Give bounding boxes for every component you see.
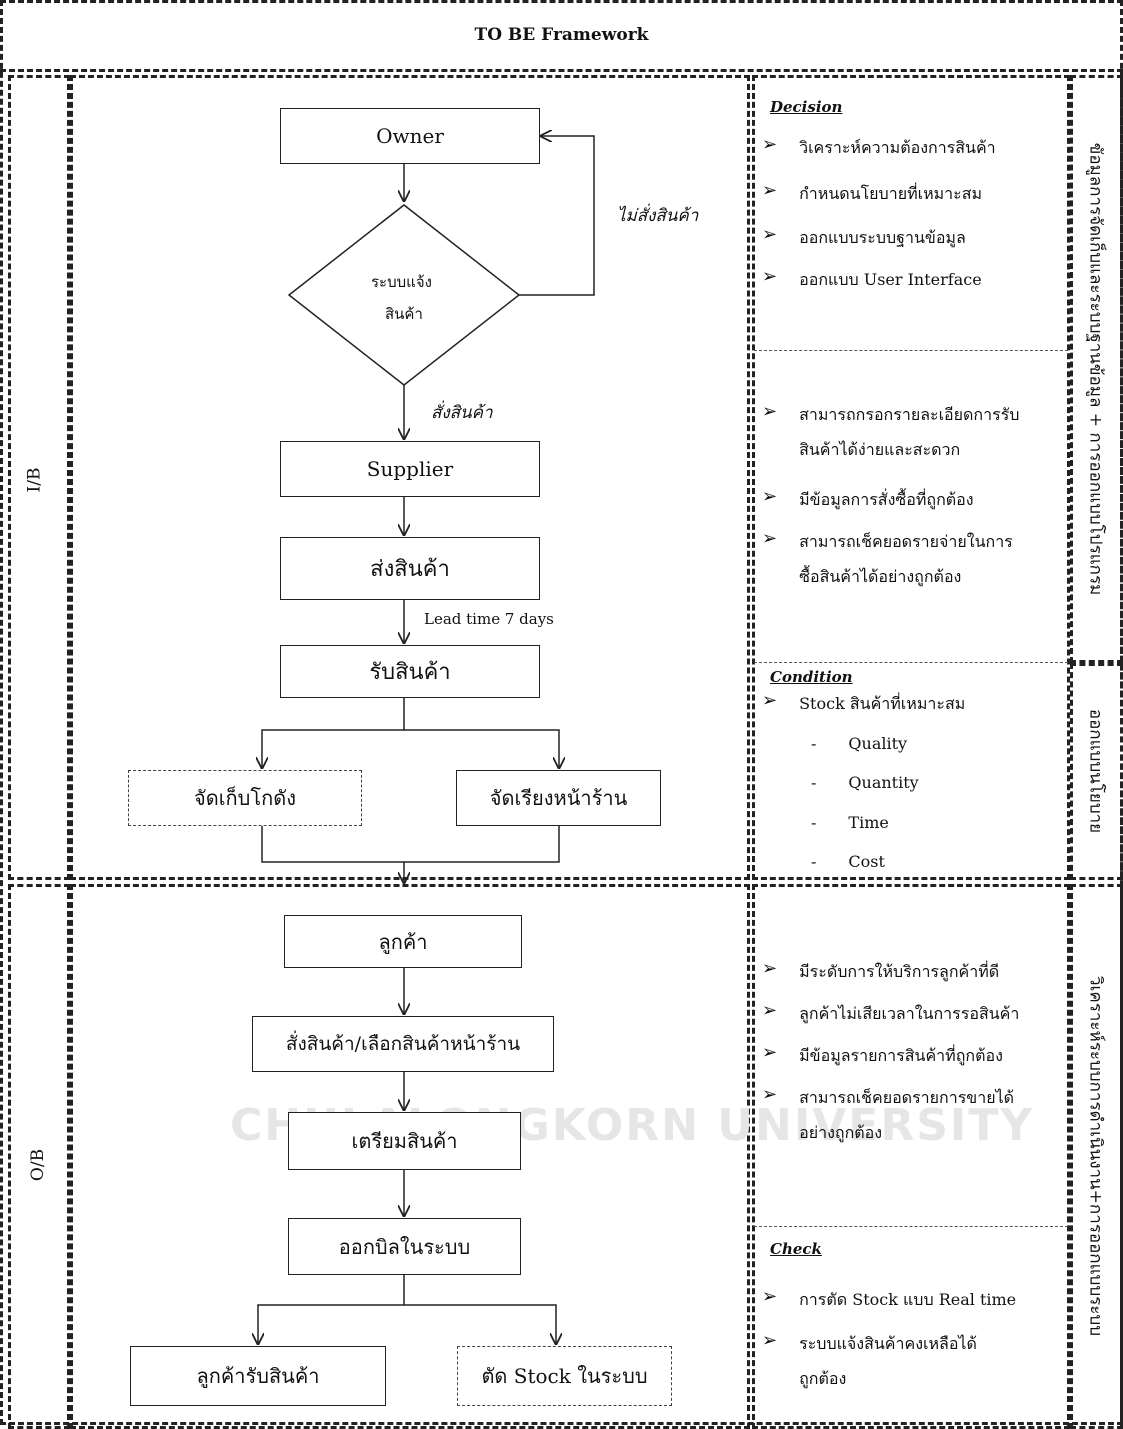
mid-item-text: สามารถเช็คยอดรายจ่ายในการซื้อสินค้าได้อย… bbox=[799, 530, 1013, 599]
warehouse-box: จัดเก็บโกดัง bbox=[128, 770, 362, 826]
lead-time-label: Lead time 7 days bbox=[424, 610, 554, 628]
receive-box: รับสินค้า bbox=[280, 645, 540, 698]
condition-sub-text: Time bbox=[848, 813, 889, 832]
side-top-frame bbox=[1070, 75, 1123, 663]
lane-ib-frame bbox=[8, 75, 70, 880]
check-item-text: การตัด Stock แบบ Real time bbox=[799, 1290, 1017, 1309]
mid-item-text: มีข้อมูลการสั่งซื้อที่ถูกต้อง bbox=[799, 490, 974, 509]
mid-item-line: สินค้าได้ง่ายและสะดวก bbox=[799, 440, 961, 459]
dash-bullet: - bbox=[811, 813, 817, 832]
dash-bullet: - bbox=[811, 773, 817, 792]
check-item-text: ระบบแจ้งสินค้าคงเหลือได้ถูกต้อง bbox=[799, 1332, 977, 1401]
check-item: ➢ การตัด Stock แบบ Real time bbox=[762, 1288, 1016, 1313]
mid-item: ➢ สามารถกรอกรายละเอียดการรับสินค้าได้ง่าย… bbox=[762, 403, 1019, 472]
ob-item: ➢ มีข้อมูลรายการสินค้าที่ถูกต้อง bbox=[762, 1044, 1003, 1069]
check-item-line: ระบบแจ้งสินค้าคงเหลือได้ bbox=[799, 1334, 977, 1353]
decision-header: Decision bbox=[770, 98, 843, 116]
order-select-box: สั่งสินค้า/เลือกสินค้าหน้าร้าน bbox=[252, 1016, 554, 1072]
arrow-bullet-icon: ➢ bbox=[762, 528, 778, 549]
check-item: ➢ ระบบแจ้งสินค้าคงเหลือได้ถูกต้อง bbox=[762, 1332, 977, 1401]
title-row: TO BE Framework bbox=[0, 0, 1123, 72]
arrow-bullet-icon: ➢ bbox=[762, 486, 778, 507]
decision-item-text: ออกแบบ User Interface bbox=[799, 270, 982, 289]
condition-header: Condition bbox=[770, 668, 853, 686]
mid-item-line: ซื้อสินค้าได้อย่างถูกต้อง bbox=[799, 567, 962, 586]
mid-item-text: สามารถกรอกรายละเอียดการรับสินค้าได้ง่ายแ… bbox=[799, 403, 1019, 472]
arrow-bullet-icon: ➢ bbox=[762, 134, 778, 155]
condition-sub: - Cost bbox=[811, 852, 885, 871]
condition-sub: - Quality bbox=[811, 734, 907, 753]
decision-item-text: วิเคราะห์ความต้องการสินค้า bbox=[799, 138, 996, 157]
shelf-box: จัดเรียงหน้าร้าน bbox=[456, 770, 661, 826]
cut-stock-box: ตัด Stock ในระบบ bbox=[457, 1346, 672, 1406]
page-title: TO BE Framework bbox=[474, 24, 649, 45]
ob-item: ➢ ลูกค้าไม่เสียเวลาในการรอสินค้า bbox=[762, 1002, 1019, 1027]
mid-item-line: สามารถกรอกรายละเอียดการรับ bbox=[799, 405, 1020, 424]
dash-bullet: - bbox=[811, 734, 817, 753]
side-mid-frame bbox=[1070, 663, 1123, 880]
divider-3 bbox=[754, 1226, 1068, 1227]
arrow-bullet-icon: ➢ bbox=[762, 1330, 778, 1351]
ob-item-text: มีระดับการให้บริการลูกค้าที่ดี bbox=[799, 962, 1000, 981]
condition-sub: - Time bbox=[811, 813, 889, 832]
divider-2 bbox=[754, 662, 1068, 663]
supplier-box: Supplier bbox=[280, 441, 540, 497]
bill-box: ออกบิลในระบบ bbox=[288, 1218, 521, 1275]
arrow-bullet-icon: ➢ bbox=[762, 1000, 778, 1021]
ob-item-text: สามารถเช็คยอดรายการขายได้อย่างถูกต้อง bbox=[799, 1086, 1014, 1155]
arrow-bullet-icon: ➢ bbox=[762, 1286, 778, 1307]
arrow-bullet-icon: ➢ bbox=[762, 266, 778, 287]
arrow-bullet-icon: ➢ bbox=[762, 401, 778, 422]
mid-item: ➢ สามารถเช็คยอดรายจ่ายในการซื้อสินค้าได้อ… bbox=[762, 530, 1013, 599]
arrow-bullet-icon: ➢ bbox=[762, 224, 778, 245]
check-header: Check bbox=[770, 1240, 822, 1258]
ob-item-line: สามารถเช็คยอดรายการขายได้ bbox=[799, 1088, 1015, 1107]
decision-item: ➢ ออกแบบระบบฐานข้อมูล bbox=[762, 226, 966, 251]
arrow-bullet-icon: ➢ bbox=[762, 1084, 778, 1105]
condition-sub-text: Quality bbox=[848, 734, 908, 753]
decision-label-line2: สินค้า bbox=[385, 305, 423, 323]
no-order-label: ไม่สั่งสินค้า bbox=[617, 206, 699, 226]
flow-ib-frame bbox=[70, 75, 750, 880]
decision-label-line1: ระบบแจ้ง bbox=[371, 273, 432, 291]
condition-sub: - Quantity bbox=[811, 773, 919, 792]
arrow-bullet-icon: ➢ bbox=[762, 690, 778, 711]
panel-ib-frame bbox=[752, 75, 1070, 880]
check-item-line: ถูกต้อง bbox=[799, 1369, 847, 1388]
condition-sub-text: Cost bbox=[848, 852, 885, 871]
condition-sub-text: Quantity bbox=[848, 773, 919, 792]
prepare-box: เตรียมสินค้า bbox=[288, 1112, 521, 1170]
customer-box: ลูกค้า bbox=[284, 915, 522, 968]
decision-item: ➢ ออกแบบ User Interface bbox=[762, 268, 982, 293]
order-label: สั่งสินค้า bbox=[431, 403, 493, 423]
customer-receive-box: ลูกค้ารับสินค้า bbox=[130, 1346, 386, 1406]
decision-item: ➢ กำหนดนโยบายที่เหมาะสม bbox=[762, 182, 982, 207]
arrow-bullet-icon: ➢ bbox=[762, 180, 778, 201]
decision-item-text: กำหนดนโยบายที่เหมาะสม bbox=[799, 184, 983, 203]
decision-item-text: ออกแบบระบบฐานข้อมูล bbox=[799, 228, 966, 247]
ob-item: ➢ มีระดับการให้บริการลูกค้าที่ดี bbox=[762, 960, 999, 985]
dash-bullet: - bbox=[811, 852, 817, 871]
ob-item-line: อย่างถูกต้อง bbox=[799, 1123, 883, 1142]
ship-box: ส่งสินค้า bbox=[280, 537, 540, 600]
ob-item: ➢ สามารถเช็คยอดรายการขายได้อย่างถูกต้อง bbox=[762, 1086, 1014, 1155]
mid-item-line: สามารถเช็คยอดรายจ่ายในการ bbox=[799, 532, 1013, 551]
ob-item-text: มีข้อมูลรายการสินค้าที่ถูกต้อง bbox=[799, 1046, 1003, 1065]
divider-1 bbox=[754, 350, 1068, 351]
arrow-bullet-icon: ➢ bbox=[762, 1042, 778, 1063]
decision-item: ➢ วิเคราะห์ความต้องการสินค้า bbox=[762, 136, 996, 161]
condition-lead-text: Stock สินค้าที่เหมาะสม bbox=[799, 694, 966, 713]
mid-item: ➢ มีข้อมูลการสั่งซื้อที่ถูกต้อง bbox=[762, 488, 974, 513]
owner-box: Owner bbox=[280, 108, 540, 164]
ob-item-text: ลูกค้าไม่เสียเวลาในการรอสินค้า bbox=[799, 1004, 1020, 1023]
condition-lead: ➢ Stock สินค้าที่เหมาะสม bbox=[762, 692, 965, 717]
arrow-bullet-icon: ➢ bbox=[762, 958, 778, 979]
